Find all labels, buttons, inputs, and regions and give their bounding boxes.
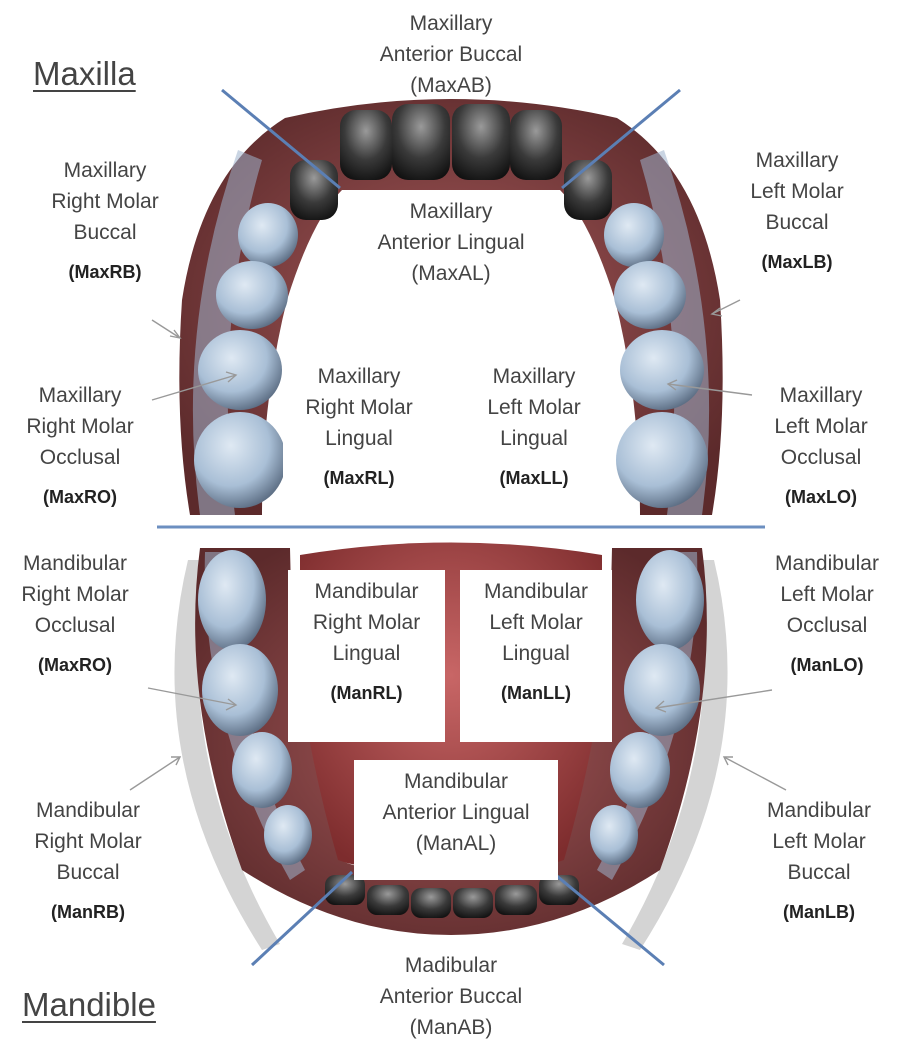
region-code: (MaxLB) xyxy=(712,247,882,278)
label-line: Left Molar xyxy=(752,579,902,610)
label-line: Lingual xyxy=(283,423,435,454)
label-line: Left Molar xyxy=(460,607,612,638)
region-code: (ManRL) xyxy=(288,678,445,709)
region-code: (MaxRO) xyxy=(0,482,160,513)
region-code: (MaxRB) xyxy=(20,257,190,288)
label-line: Anterior Lingual xyxy=(354,797,558,828)
label-line: Maxillary xyxy=(20,155,190,186)
label-line: Buccal xyxy=(738,857,900,888)
label-man-rl: Mandibular Right Molar Lingual (ManRL) xyxy=(288,570,445,742)
label-line: Occlusal xyxy=(0,610,150,641)
maxilla-title: Maxilla xyxy=(33,55,136,93)
label-line: Maxillary xyxy=(0,380,160,411)
label-line: Buccal xyxy=(20,217,190,248)
label-line: Right Molar xyxy=(283,392,435,423)
label-line: Anterior Buccal xyxy=(340,39,562,70)
label-line: Right Molar xyxy=(0,579,150,610)
label-line: Mandibular xyxy=(752,548,902,579)
label-max-rl: Maxillary Right Molar Lingual (MaxRL) xyxy=(283,355,435,506)
region-code: (ManLB) xyxy=(738,897,900,928)
label-man-ll: Mandibular Left Molar Lingual (ManLL) xyxy=(460,570,612,742)
label-line: Mandibular xyxy=(738,795,900,826)
label-max-rb: Maxillary Right Molar Buccal (MaxRB) xyxy=(20,155,190,288)
label-max-ro: Maxillary Right Molar Occlusal (MaxRO) xyxy=(0,380,160,513)
region-code: (MaxRO) xyxy=(0,650,150,681)
label-line: (ManAL) xyxy=(354,828,558,859)
label-line: Right Molar xyxy=(288,607,445,638)
label-man-ro: Mandibular Right Molar Occlusal (MaxRO) xyxy=(0,548,150,681)
label-line: Occlusal xyxy=(752,610,902,641)
label-man-al: Mandibular Anterior Lingual (ManAL) xyxy=(354,760,558,880)
label-line: Maxillary xyxy=(348,196,554,227)
region-code: (MaxLO) xyxy=(740,482,902,513)
label-line: Left Molar xyxy=(738,826,900,857)
label-line: Maxillary xyxy=(712,145,882,176)
label-line: Madibular xyxy=(348,950,554,981)
label-line: Left Molar xyxy=(712,176,882,207)
label-line: (MaxAL) xyxy=(348,258,554,289)
label-line: Maxillary xyxy=(283,361,435,392)
label-line: Anterior Buccal xyxy=(348,981,554,1012)
label-line: Maxillary xyxy=(740,380,902,411)
label-line: Right Molar xyxy=(8,826,168,857)
region-code: (ManRB) xyxy=(8,897,168,928)
label-max-ll: Maxillary Left Molar Lingual (MaxLL) xyxy=(458,355,610,506)
label-line: Mandibular xyxy=(0,548,150,579)
label-line: Occlusal xyxy=(0,442,160,473)
region-code: (MaxRL) xyxy=(283,463,435,494)
label-line: Mandibular xyxy=(460,576,612,607)
label-line: Right Molar xyxy=(0,411,160,442)
label-line: Anterior Lingual xyxy=(348,227,554,258)
label-line: Left Molar xyxy=(740,411,902,442)
label-man-rb: Mandibular Right Molar Buccal (ManRB) xyxy=(8,795,168,928)
label-max-al: Maxillary Anterior Lingual (MaxAL) xyxy=(348,190,554,300)
label-line: Buccal xyxy=(8,857,168,888)
region-code: (MaxLL) xyxy=(458,463,610,494)
label-line: Mandibular xyxy=(8,795,168,826)
label-line: Occlusal xyxy=(740,442,902,473)
label-line: Mandibular xyxy=(354,766,558,797)
label-line: Left Molar xyxy=(458,392,610,423)
label-line: Lingual xyxy=(288,638,445,669)
label-line: Buccal xyxy=(712,207,882,238)
label-line: Lingual xyxy=(460,638,612,669)
region-code: (ManLO) xyxy=(752,650,902,681)
label-line: Right Molar xyxy=(20,186,190,217)
label-line: Lingual xyxy=(458,423,610,454)
label-max-lo: Maxillary Left Molar Occlusal (MaxLO) xyxy=(740,380,902,513)
region-code: (ManLL) xyxy=(460,678,612,709)
label-line: Mandibular xyxy=(288,576,445,607)
label-max-lb: Maxillary Left Molar Buccal (MaxLB) xyxy=(712,145,882,278)
label-man-ab: Madibular Anterior Buccal (ManAB) xyxy=(348,944,554,1043)
label-line: Maxillary xyxy=(458,361,610,392)
label-line: Maxillary xyxy=(340,8,562,39)
label-man-lo: Mandibular Left Molar Occlusal (ManLO) xyxy=(752,548,902,681)
label-line: (MaxAB) xyxy=(340,70,562,101)
label-max-ab: Maxillary Anterior Buccal (MaxAB) xyxy=(340,8,562,101)
label-line: (ManAB) xyxy=(348,1012,554,1043)
mandible-title: Mandible xyxy=(22,986,156,1024)
label-man-lb: Mandibular Left Molar Buccal (ManLB) xyxy=(738,795,900,928)
